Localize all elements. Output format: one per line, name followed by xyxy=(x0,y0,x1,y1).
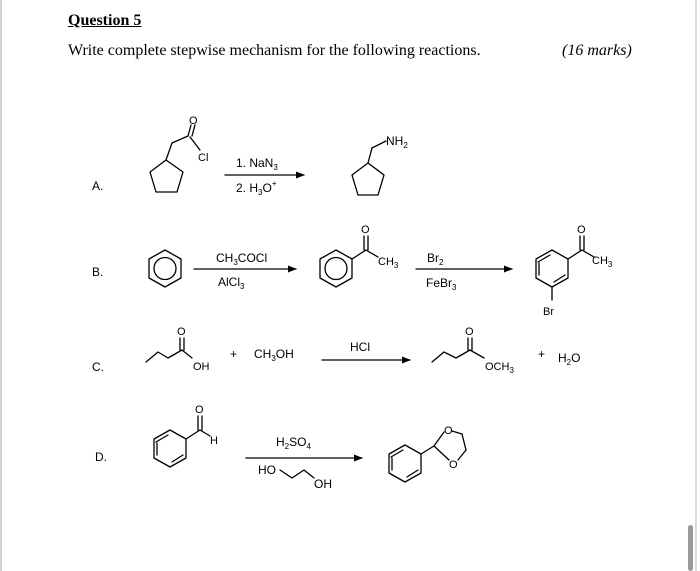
reagent-d-top: H2SO4 xyxy=(276,435,311,451)
benzaldehyde: O H xyxy=(153,404,218,468)
dioxolane-oxygen-bottom: O xyxy=(449,459,458,471)
ethylene-glycol: HO OH xyxy=(258,463,332,491)
ester-carbonyl-oxygen: O xyxy=(465,326,474,338)
aldehyde-oxygen: O xyxy=(195,404,204,416)
reaction-d-label: D. xyxy=(95,450,107,464)
amine-label: NH2 xyxy=(386,134,408,150)
bromine-label: Br xyxy=(543,306,554,318)
reaction-b: B. CH3COCl AlCl3 O CH3 Br2 FeBr3 xyxy=(92,224,613,318)
acid-carbonyl-oxygen: O xyxy=(177,326,186,338)
reagent-c: HCl xyxy=(350,340,370,354)
chlorine-label: Cl xyxy=(198,152,208,164)
reaction-b-label: B. xyxy=(92,265,103,279)
reaction-c-label: C. xyxy=(92,360,104,374)
carbonyl-oxygen: O xyxy=(189,115,198,127)
plus-sign-c1: + xyxy=(230,347,237,361)
reaction-c: C. O OH + CH3OH HCl O OCH3 + H2O xyxy=(92,326,580,375)
bromoacetophenone: O CH3 Br xyxy=(535,224,613,318)
aldehyde-hydrogen: H xyxy=(210,435,218,447)
scrollbar-thumb[interactable] xyxy=(688,525,693,571)
ketone-oxygen-product: O xyxy=(577,224,586,236)
methoxy-label: OCH3 xyxy=(485,361,514,375)
reagent-b1-top: CH3COCl xyxy=(216,251,267,267)
dioxolane-oxygen-top: O xyxy=(444,425,453,437)
cyclopentylmethylamine: NH2 xyxy=(351,134,408,196)
hydroxyl-label: OH xyxy=(193,361,210,373)
reagent-a-step2: 2. H3O+ xyxy=(236,179,277,197)
methyl-label: CH3 xyxy=(378,256,399,270)
water-label: H2O xyxy=(558,351,580,367)
cyclopentylacetyl-chloride: O Cl xyxy=(149,115,208,193)
reaction-a: A. O Cl 1. NaN3 2. H3O+ NH2 xyxy=(92,115,408,197)
page-edge-right xyxy=(695,0,697,571)
page-edge-left xyxy=(0,0,2,571)
benzene xyxy=(148,249,182,288)
reagent-b2-top: Br2 xyxy=(427,251,444,267)
diol-oh-label: OH xyxy=(314,477,332,491)
methyl-label-product: CH3 xyxy=(592,255,613,269)
question-title: Question 5 xyxy=(68,12,142,29)
reaction-d: D. O H H2SO4 HO OH xyxy=(95,404,467,491)
question-instruction: Write complete stepwise mechanism for th… xyxy=(68,42,481,59)
methyl-butanoate: O OCH3 xyxy=(431,326,514,375)
diol-ho-label: HO xyxy=(258,463,276,477)
reagent-b1-bottom: AlCl3 xyxy=(218,275,245,291)
ketone-oxygen: O xyxy=(361,224,370,236)
reagent-a-step1: 1. NaN3 xyxy=(236,156,278,172)
butanoic-acid: O OH xyxy=(145,326,210,373)
reagent-b2-bottom: FeBr3 xyxy=(426,276,457,292)
methanol-label: CH3OH xyxy=(254,347,294,363)
acetophenone: O CH3 xyxy=(319,224,399,288)
plus-sign-c2: + xyxy=(538,347,545,361)
phenyl-dioxolane: O O xyxy=(388,425,467,483)
question-marks: (16 marks) xyxy=(562,42,632,59)
reaction-a-label: A. xyxy=(92,179,103,193)
